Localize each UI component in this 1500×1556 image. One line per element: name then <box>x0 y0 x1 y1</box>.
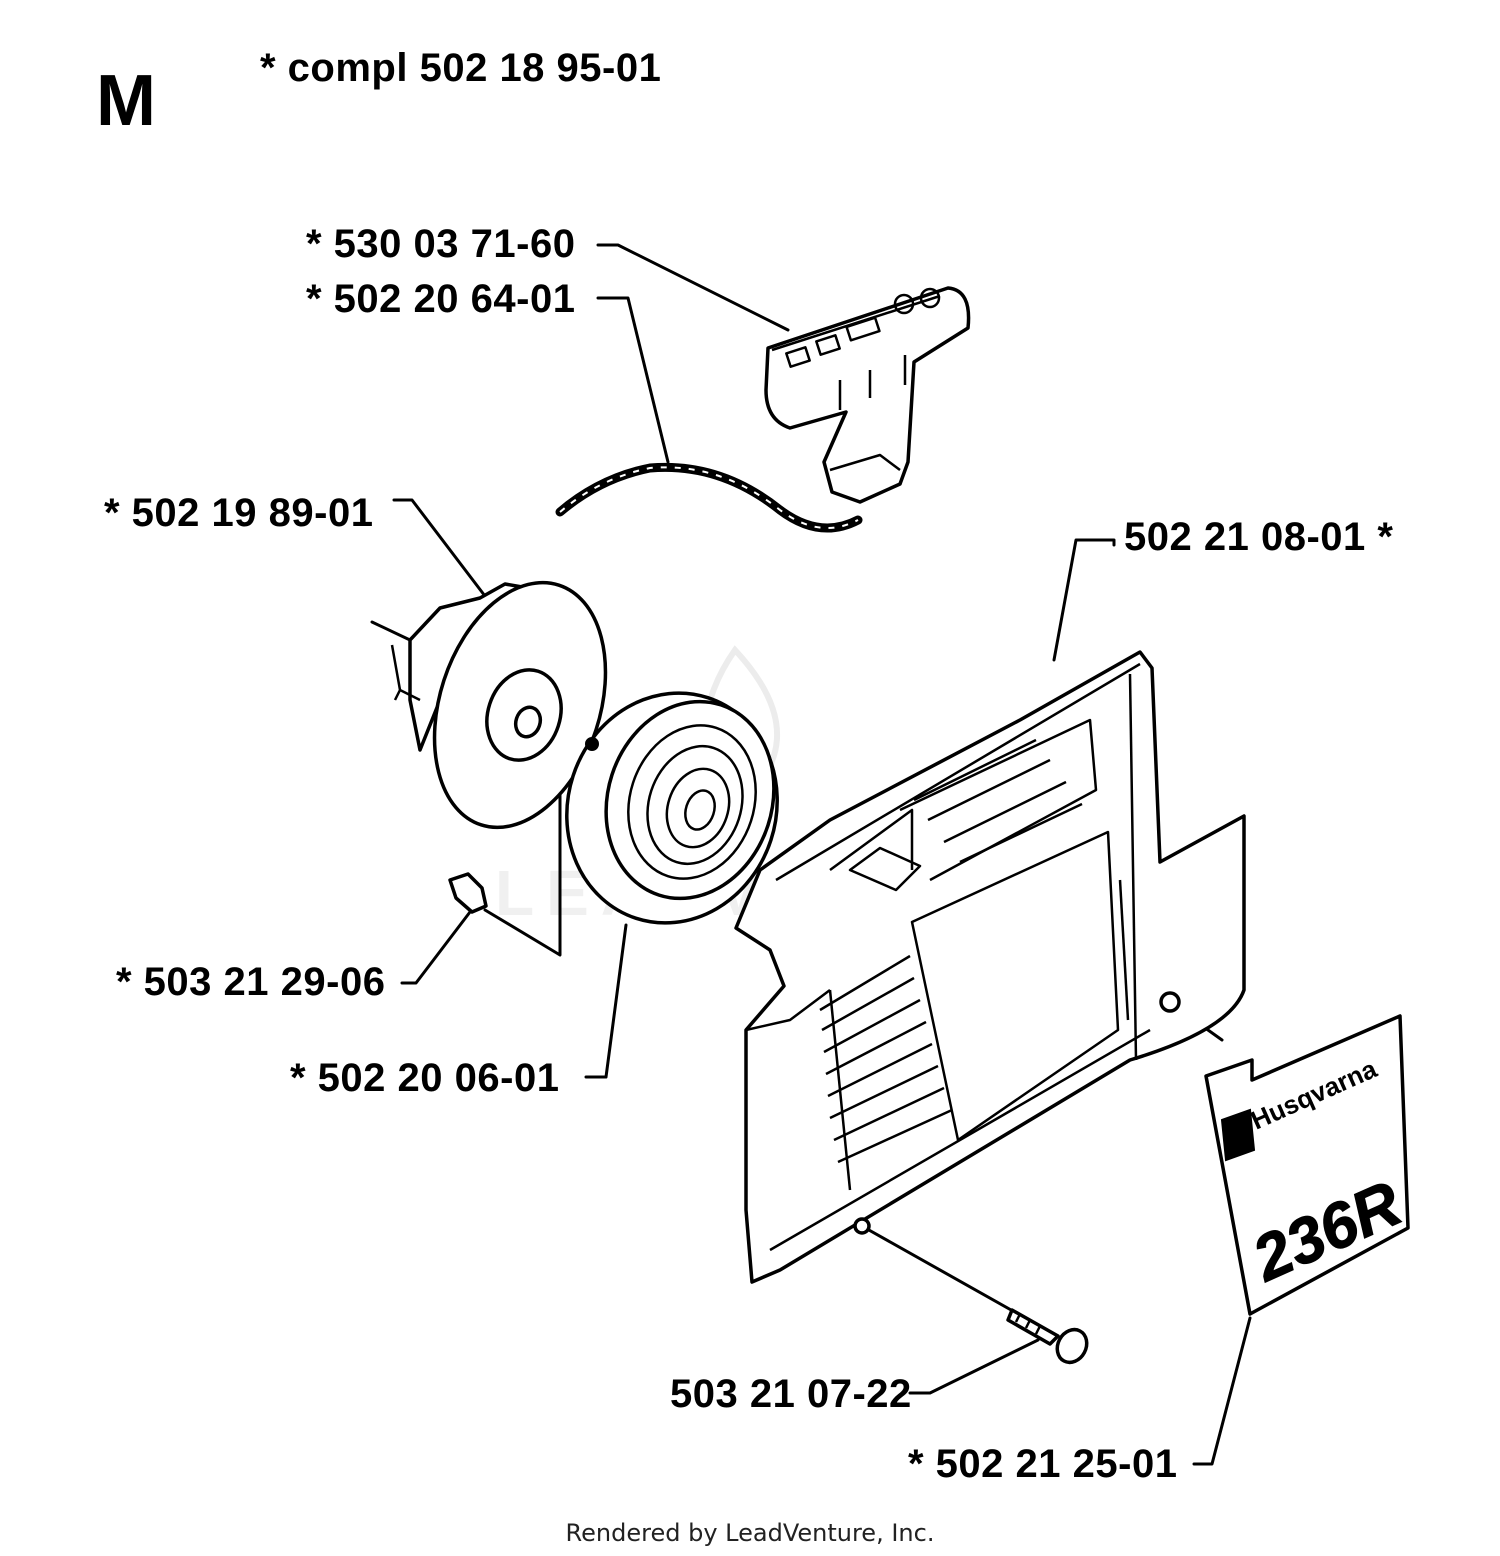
callout-cord[interactable]: * 502 20 64-01 <box>306 277 576 321</box>
callout-spring[interactable]: * 502 20 06-01 <box>290 1056 560 1100</box>
screw-icon <box>1006 1308 1089 1365</box>
nut-icon <box>448 872 488 914</box>
assembly-label: * compl 502 18 95-01 <box>260 46 662 90</box>
footer-credit: Rendered by LeadVenture, Inc. <box>565 1519 935 1547</box>
callout-nut[interactable]: * 503 21 29-06 <box>116 960 386 1004</box>
starter-cover-icon <box>734 650 1246 1284</box>
callout-decal[interactable]: * 502 21 25-01 <box>908 1442 1178 1486</box>
starter-cord-icon <box>555 462 863 533</box>
decal-icon: Husqvarna 236R <box>1204 1014 1412 1316</box>
starter-pulley-icon <box>390 580 608 830</box>
section-letter: M <box>96 61 156 141</box>
callout-cover[interactable]: 502 21 08-01 * <box>1124 515 1394 559</box>
leader-lines <box>370 243 1252 1466</box>
recoil-spring-icon <box>565 691 779 925</box>
callout-screw[interactable]: 503 21 07-22 <box>670 1372 912 1416</box>
callout-handle[interactable]: * 530 03 71-60 <box>306 222 576 266</box>
callout-pulley[interactable]: * 502 19 89-01 <box>104 491 374 535</box>
starter-handle-icon <box>764 286 971 504</box>
